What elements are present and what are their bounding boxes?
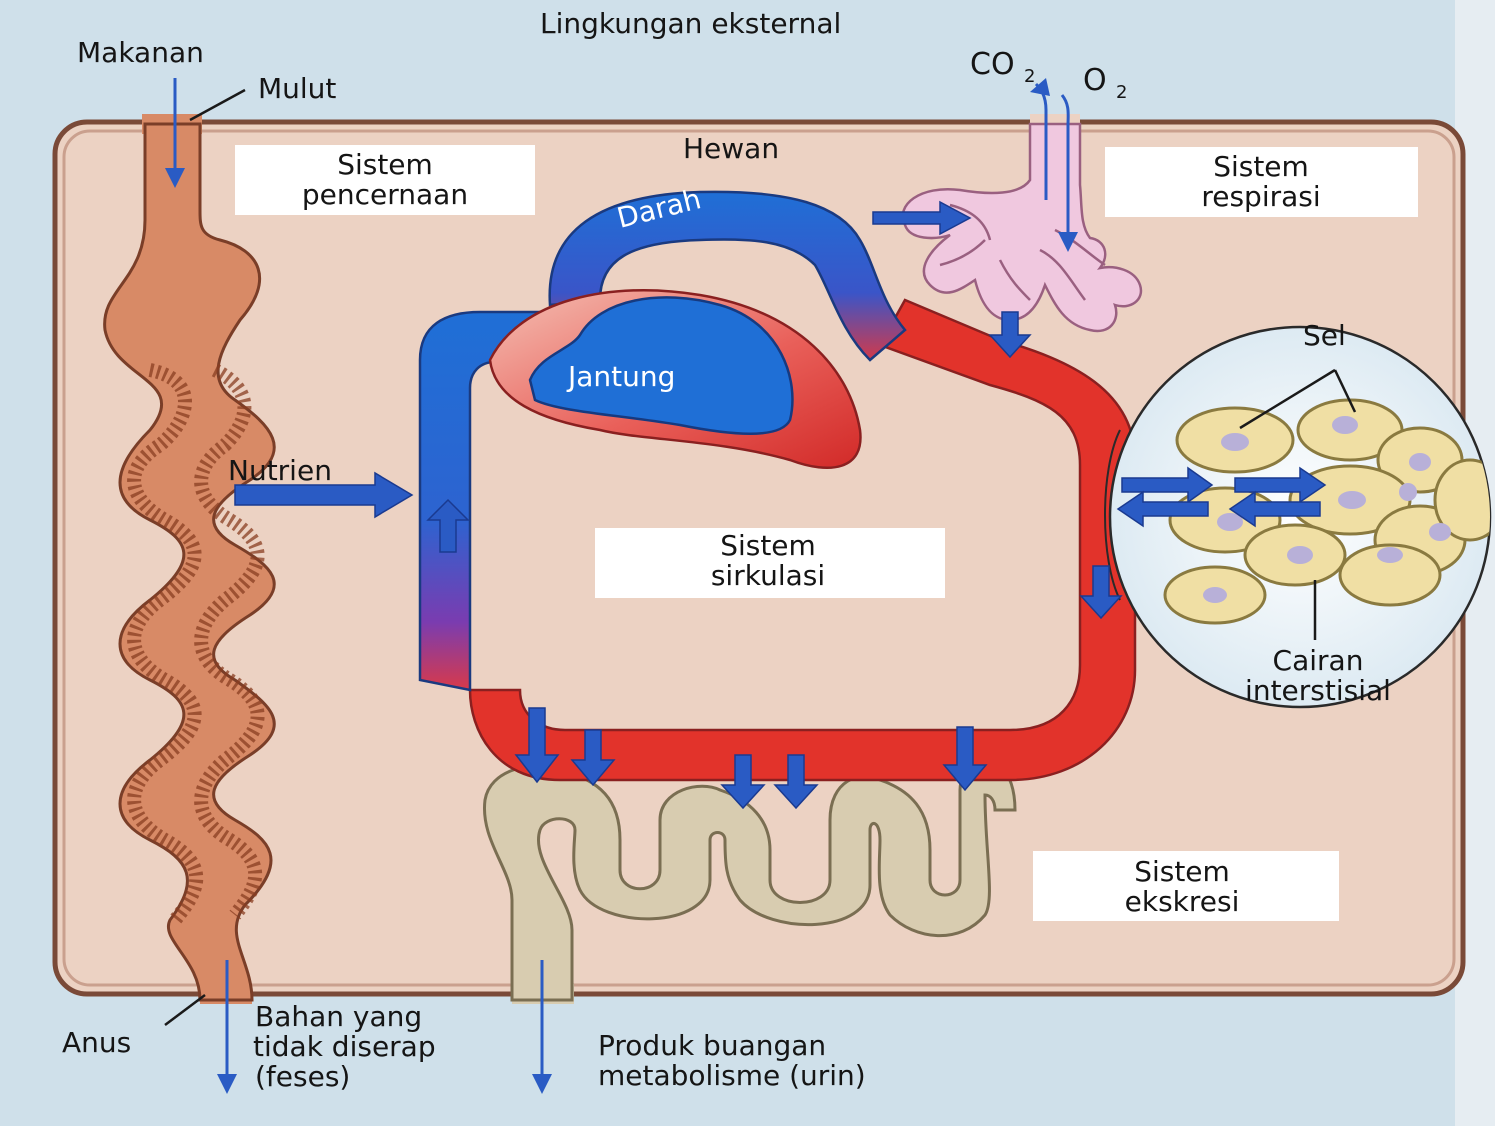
feces-line-2: tidak diserap — [253, 1030, 436, 1063]
respiratory-system-line-2: respirasi — [1201, 180, 1320, 213]
interstitial-fluid-line-1: Cairan — [1273, 644, 1364, 677]
cell-label: Sel — [1303, 319, 1346, 352]
heart-label: Jantung — [566, 360, 675, 393]
digestive-system-line-2: pencernaan — [302, 178, 468, 211]
o2-label: O — [1083, 63, 1107, 98]
interstitial-fluid-line-2: interstisial — [1245, 674, 1391, 707]
excretory-system-line-2: ekskresi — [1125, 885, 1240, 918]
nutrient-label: Nutrien — [228, 454, 332, 487]
o2-subscript: 2 — [1116, 82, 1127, 103]
co2-label: CO — [970, 47, 1015, 82]
feces-line-1: Bahan yang — [255, 1000, 422, 1033]
urine-line-1: Produk buangan — [598, 1029, 826, 1062]
anus-label: Anus — [62, 1026, 131, 1059]
circulatory-system-line-1: Sistem — [720, 529, 816, 562]
food-label: Makanan — [77, 36, 204, 69]
mouth-label: Mulut — [258, 72, 336, 105]
digestive-system-line-1: Sistem — [337, 148, 433, 181]
feces-line-3: (feses) — [255, 1060, 350, 1093]
circulatory-system-line-2: sirkulasi — [711, 559, 825, 592]
urine-line-2: metabolisme (urin) — [598, 1059, 866, 1092]
animal-label: Hewan — [683, 132, 779, 165]
excretory-system-line-1: Sistem — [1134, 855, 1230, 888]
respiratory-system-line-1: Sistem — [1213, 150, 1309, 183]
co2-subscript: 2 — [1024, 66, 1035, 87]
external-environment-label: Lingkungan eksternal — [540, 7, 841, 40]
